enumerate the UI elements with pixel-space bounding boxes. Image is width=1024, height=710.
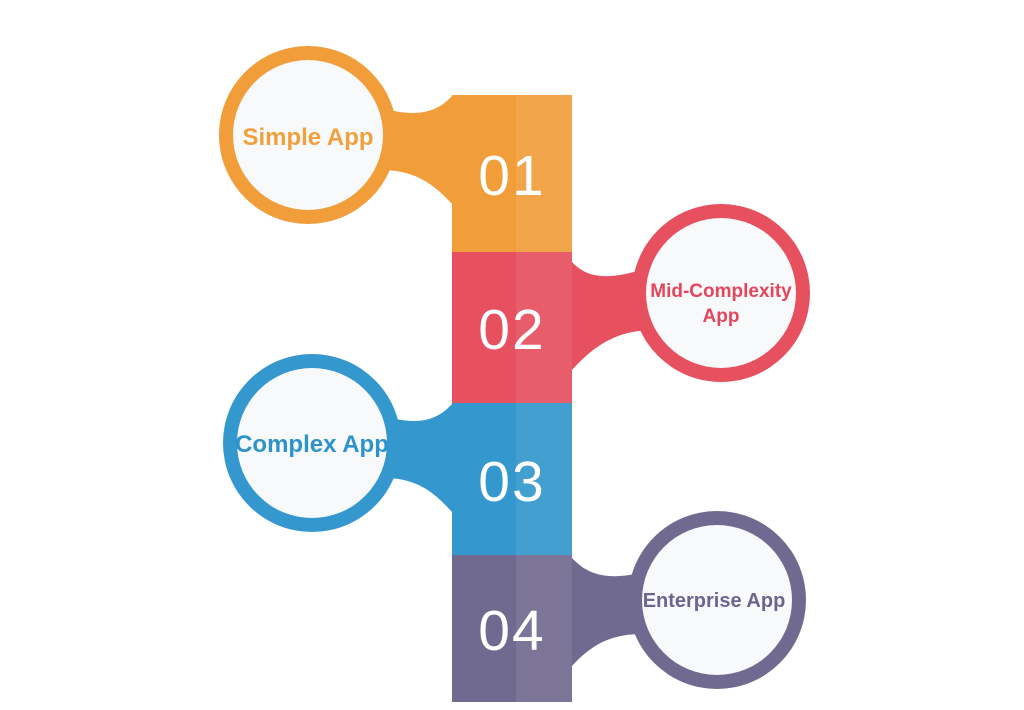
ring-inner-02	[646, 218, 796, 368]
node-circle-01	[219, 46, 397, 224]
label-mid-complexity-line2: App	[703, 306, 740, 327]
step-number-01: 01	[478, 144, 545, 208]
bar-segment-04	[452, 555, 572, 702]
bar-segment-02	[452, 252, 572, 403]
step-number-04: 04	[478, 599, 545, 663]
node-circle-03	[223, 354, 401, 532]
bar-segment-01	[452, 95, 572, 252]
label-complex-app: Complex App	[235, 431, 389, 458]
label-enterprise-app: Enterprise App	[643, 590, 786, 612]
bar-segment-03	[452, 403, 572, 555]
step-number-03: 03	[478, 450, 545, 514]
step-number-02: 02	[478, 298, 545, 362]
label-mid-complexity-line1: Mid-Complexity	[650, 281, 792, 302]
ring-inner-01	[233, 60, 383, 210]
label-simple-app: Simple App	[242, 124, 373, 151]
ring-inner-03	[237, 368, 387, 518]
ring-inner-04	[642, 525, 792, 675]
node-circle-04	[628, 511, 806, 689]
bar-fold-highlight	[516, 95, 572, 702]
node-circle-02	[632, 204, 810, 382]
